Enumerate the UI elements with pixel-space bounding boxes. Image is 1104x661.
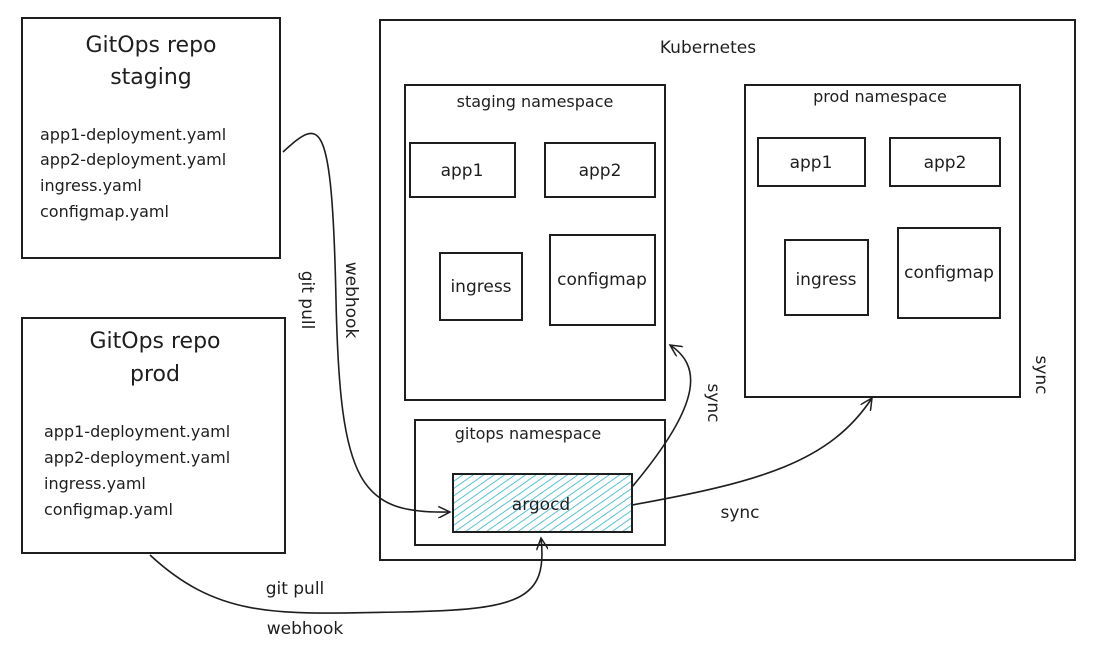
sync-right-label: sync [1031, 355, 1051, 394]
repo-staging-title-2: staging [110, 65, 192, 90]
staging-ingress: ingress [450, 277, 511, 297]
file-item: app1-deployment.yaml [44, 422, 230, 441]
repo-staging-title-1: GitOps repo [85, 33, 216, 58]
prod-app1: app1 [790, 153, 833, 173]
gitops-namespace-label: gitops namespace [455, 424, 602, 443]
file-item: ingress.yaml [40, 176, 142, 195]
argocd-to-prod-sync-arrow [631, 398, 872, 506]
staging-repo-to-argocd-arrow [282, 132, 450, 512]
prod-repo-to-argocd-arrow [149, 538, 542, 614]
staging-app1: app1 [441, 161, 484, 181]
repo-prod: GitOps repo prod app1-deployment.yaml ap… [21, 317, 286, 554]
argocd-box [452, 473, 633, 533]
prod-app2: app2 [924, 153, 967, 173]
repo-staging: GitOps repo staging app1-deployment.yaml… [21, 17, 281, 259]
prod-namespace: prod namespace app1 app2 ingress configm… [744, 84, 1021, 398]
file-item: app2-deployment.yaml [44, 448, 230, 467]
argocd-label: argocd [512, 495, 570, 515]
file-item: app2-deployment.yaml [40, 150, 226, 169]
file-item: configmap.yaml [44, 500, 173, 519]
staging-namespace: staging namespace app1 app2 ingress conf… [404, 84, 666, 401]
prod-configmap: configmap [904, 263, 994, 283]
staging-webhook-label: webhook [341, 262, 361, 339]
prod-namespace-label: prod namespace [813, 87, 947, 106]
argocd-to-staging-sync-arrow [631, 345, 692, 488]
staging-namespace-label: staging namespace [457, 92, 614, 111]
repo-prod-title-2: prod [130, 362, 180, 387]
sync-staging-label: sync [703, 383, 723, 422]
kubernetes-cluster: Kubernetes [379, 19, 1076, 561]
kubernetes-label: Kubernetes [660, 38, 756, 58]
prod-ingress: ingress [795, 270, 856, 290]
prod-git-pull-label: git pull [266, 579, 325, 599]
sync-prod-label: sync [720, 503, 759, 523]
staging-configmap: configmap [557, 270, 647, 290]
staging-app2: app2 [579, 161, 622, 181]
gitops-namespace: gitops namespace argocd [414, 419, 666, 546]
prod-webhook-label: webhook [267, 619, 344, 639]
file-item: ingress.yaml [44, 474, 146, 493]
repo-prod-title-1: GitOps repo [89, 329, 220, 354]
staging-git-pull-label: git pull [297, 271, 317, 330]
file-item: app1-deployment.yaml [40, 125, 226, 144]
file-item: configmap.yaml [40, 202, 169, 221]
